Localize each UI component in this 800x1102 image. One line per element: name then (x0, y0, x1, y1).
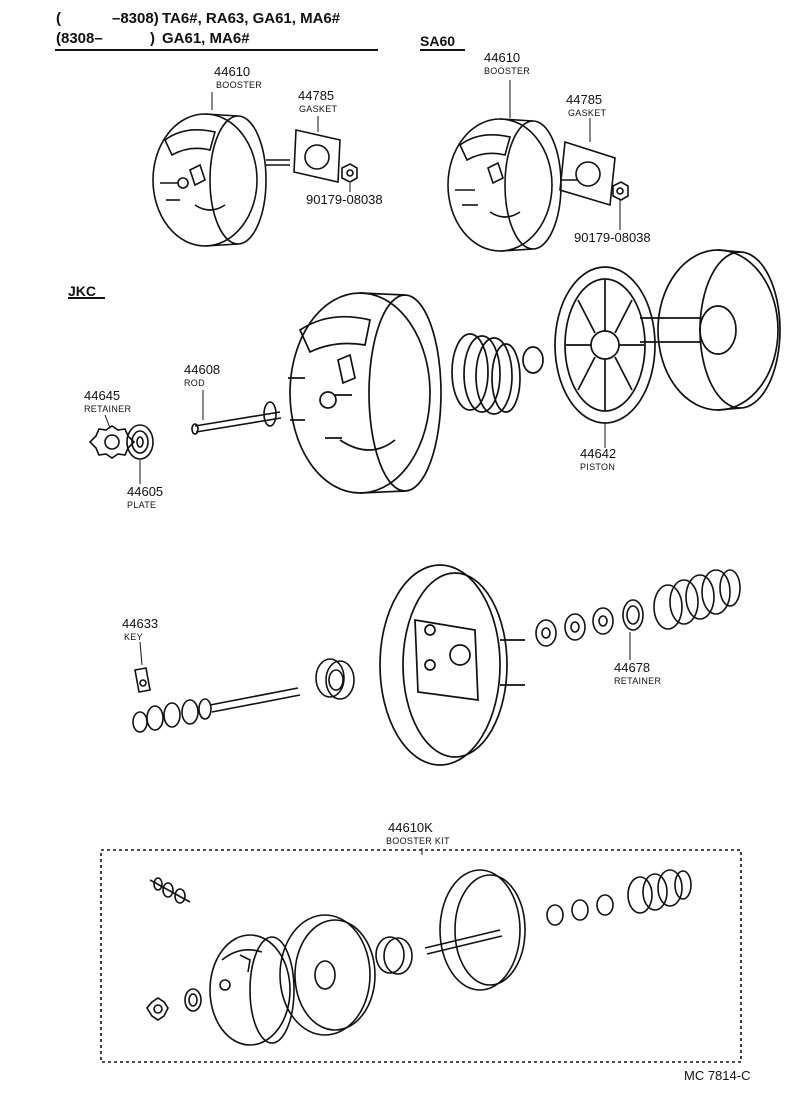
gasket-b-name: GASKET (568, 108, 607, 118)
plate-name: PLATE (127, 500, 157, 510)
header-line1-models: TA6#, RA63, GA61, MA6# (162, 10, 341, 27)
rod-name: ROD (184, 378, 205, 388)
header-line2-models: GA61, MA6# (162, 30, 250, 47)
section-sa60: SA60 (420, 33, 456, 49)
key-name: KEY (124, 632, 143, 642)
valve-rod-drawing (132, 687, 301, 733)
rear-housing-drawing (379, 564, 525, 766)
plate-number: 44605 (127, 484, 164, 499)
rear-shell-drawing (640, 249, 781, 411)
booster-b-name: BOOSTER (484, 66, 531, 76)
gasket-b-number: 44785 (566, 92, 603, 107)
piston-name: PISTON (580, 462, 616, 472)
nut-a-drawing (341, 163, 358, 192)
booster-kit-box (100, 849, 742, 1063)
piston-drawing (554, 266, 656, 448)
booster-b-number: 44610 (484, 50, 521, 65)
kit-number: 44610K (388, 820, 433, 835)
header-line1-prefix: ( (56, 10, 61, 27)
jkc-front-shell-drawing (288, 292, 442, 494)
nut-b-drawing (612, 181, 629, 230)
retainer-a-number: 44645 (84, 388, 121, 403)
booster-a-name: BOOSTER (216, 80, 263, 90)
booster-b-drawing (447, 80, 562, 252)
booster-a-number: 44610 (214, 64, 251, 79)
diaphragm-spring-drawing (451, 333, 544, 415)
key-drawing (134, 641, 151, 693)
seal-ring-drawing (315, 658, 355, 700)
kit-parts-drawing (146, 869, 692, 1046)
piston-number: 44642 (580, 446, 617, 461)
retainer-a-name: RETAINER (84, 404, 132, 414)
kit-name: BOOSTER KIT (386, 836, 450, 846)
header-line2-close: ) (150, 30, 155, 47)
boot-drawing (653, 569, 741, 630)
rod-number: 44608 (184, 362, 221, 377)
gasket-a-number: 44785 (298, 88, 335, 103)
header-line2-range: (8308– (56, 30, 103, 47)
booster-a-drawing (152, 92, 290, 247)
retainer-a-drawing (88, 414, 136, 459)
gasket-a-name: GASKET (299, 104, 338, 114)
gasket-b-drawing (559, 118, 616, 207)
nut-b-number: 90179-08038 (574, 230, 651, 245)
retainer-b-number: 44678 (614, 660, 651, 675)
retainer-b-name: RETAINER (614, 676, 662, 686)
gasket-a-drawing (293, 116, 341, 183)
section-jkc: JKC (68, 283, 97, 299)
nut-a-number: 90179-08038 (306, 192, 383, 207)
diagram-reference: MC 7814-C (684, 1068, 751, 1083)
header-line1-range: –8308) (112, 10, 159, 27)
plate-drawing (126, 424, 154, 484)
rod-drawing (191, 390, 282, 435)
seals-row-drawing (535, 599, 644, 660)
key-number: 44633 (122, 616, 159, 631)
